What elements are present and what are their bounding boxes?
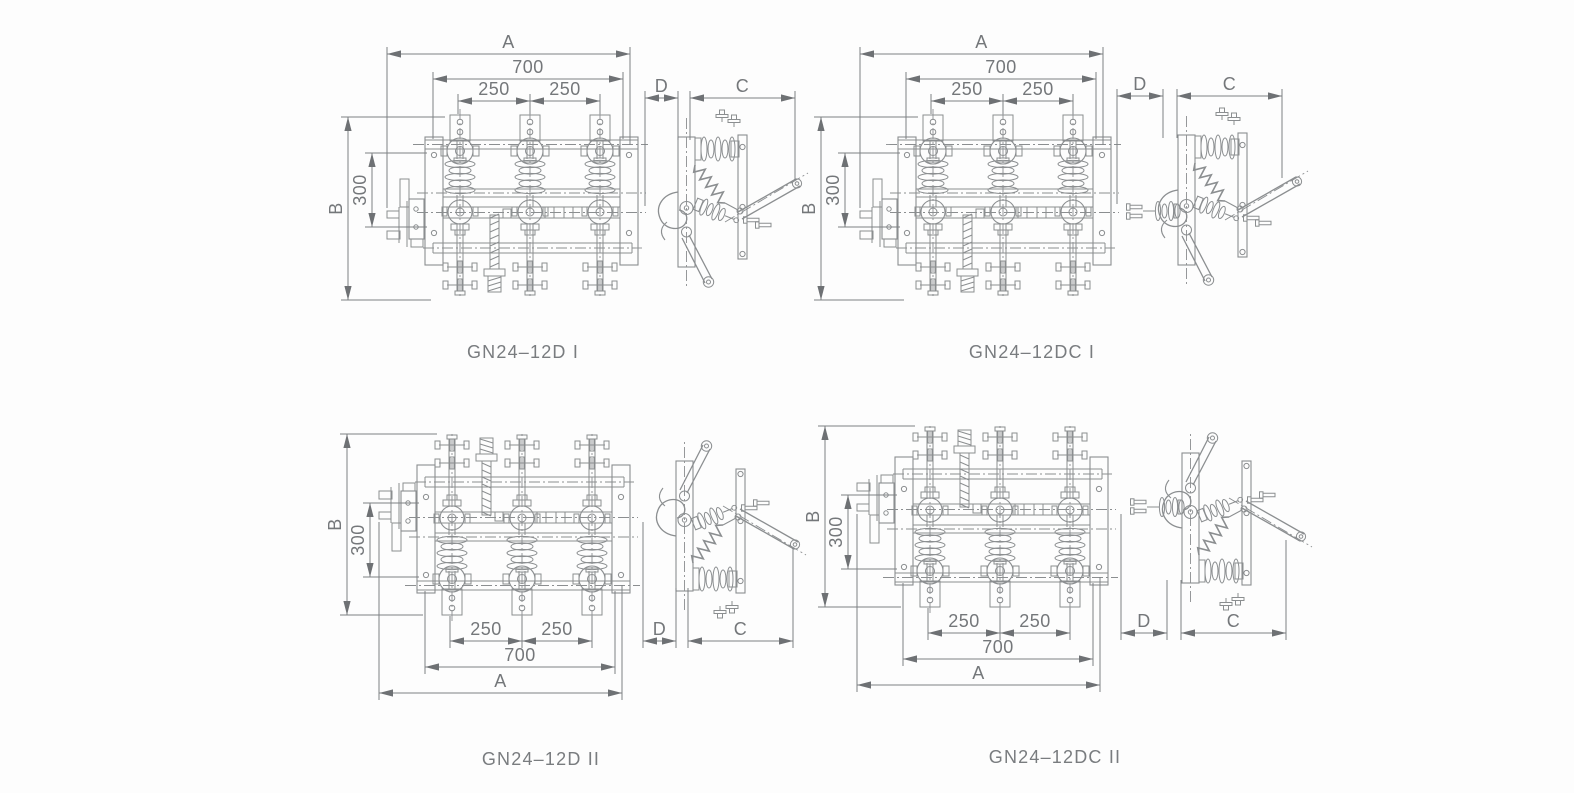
dim-label: 250 [948,611,980,631]
dim-label: C [1227,611,1241,631]
dim-label: 250 [1019,611,1051,631]
front-view [386,109,648,297]
dim-label: 300 [350,174,370,206]
dim-label: 300 [348,524,368,556]
dim-label: A [975,32,988,52]
dim-label: B [325,518,345,531]
dim-label: 700 [512,57,544,77]
drawing-caption: GN24–12D II [482,749,600,769]
dim-label: 700 [982,637,1014,657]
dim-label: 300 [823,174,843,206]
dim-label: 250 [549,79,581,99]
drawing-caption: GN24–12D I [467,342,579,362]
dim-label: C [1223,74,1237,94]
dim-label: 700 [985,57,1017,77]
dim-label: D [1137,611,1151,631]
dim-label: 250 [478,79,510,99]
dim-label: 700 [504,645,536,665]
dim-label: A [494,671,507,691]
dim-label: 250 [951,79,983,99]
drawing-caption: GN24–12DC I [969,342,1095,362]
dim-label: B [803,510,823,523]
side-view [655,440,807,619]
front-view [378,433,640,621]
dim-label: D [653,619,667,639]
front-view [859,109,1121,297]
dim-label: B [326,202,346,215]
dim-label: A [972,663,985,683]
dim-label: D [1133,74,1147,94]
dim-label: 250 [470,619,502,639]
dim-label: B [799,202,819,215]
dim-label: 300 [826,516,846,548]
drawing-caption: GN24–12DC II [989,747,1121,767]
dim-label: C [736,76,750,96]
side-view [1130,432,1313,611]
dim-label: D [655,76,669,96]
front-view [856,425,1118,613]
dim-label: 250 [1022,79,1054,99]
dim-label: 250 [541,619,573,639]
dim-label: C [734,619,748,639]
dim-label: A [502,32,515,52]
side-view [1126,107,1309,286]
side-view [657,109,809,288]
